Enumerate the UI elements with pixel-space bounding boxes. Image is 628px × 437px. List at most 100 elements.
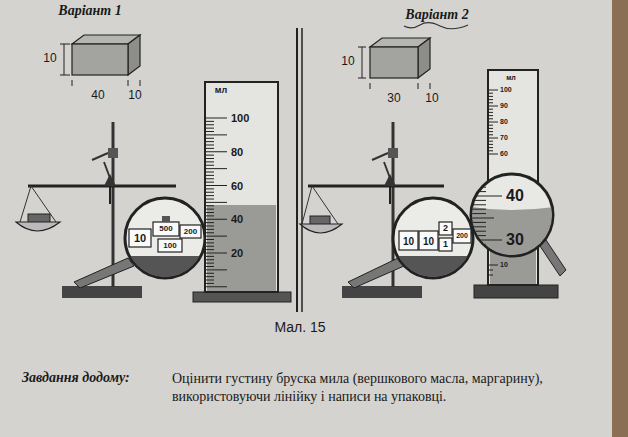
scale-tick xyxy=(206,229,214,230)
scale-tick xyxy=(489,125,493,126)
dimension-label: 10 xyxy=(341,55,354,68)
clamp-arm xyxy=(92,153,108,160)
scale-tick xyxy=(206,286,227,287)
scale-tick xyxy=(206,151,227,152)
variant-heading: Варіант 2 xyxy=(405,7,468,22)
scale-tick xyxy=(489,118,493,119)
balance-pan xyxy=(16,222,60,231)
weight-label: 10 xyxy=(403,235,414,246)
measuring-cylinder xyxy=(193,82,291,302)
dimension-line xyxy=(60,44,70,45)
scale-tick xyxy=(206,141,214,142)
scale-tick xyxy=(466,240,502,241)
scale-tick xyxy=(489,134,493,135)
block-front xyxy=(370,47,418,78)
scale-tick xyxy=(206,188,214,189)
clamp-arm xyxy=(372,153,388,160)
scale-tick xyxy=(206,242,214,243)
scale-tick xyxy=(489,144,493,145)
scale-tick xyxy=(489,141,493,142)
weight xyxy=(180,225,201,238)
weight xyxy=(158,239,182,252)
pivot xyxy=(384,174,396,186)
scale-number: 80 xyxy=(231,146,243,158)
dimension-label: 10 xyxy=(425,92,438,105)
scale-tick xyxy=(489,96,493,97)
scale-tick xyxy=(466,231,486,232)
weight xyxy=(439,222,452,235)
scale-tick xyxy=(466,213,486,214)
clamp-arm xyxy=(384,162,390,178)
scale-tick xyxy=(489,115,493,116)
scale-tick xyxy=(206,253,227,254)
dimension-line xyxy=(128,80,129,86)
scale-tick xyxy=(466,191,486,192)
dimension-line xyxy=(358,47,366,48)
weight-label: 200 xyxy=(184,227,197,236)
weight xyxy=(419,231,438,250)
scale-tick xyxy=(466,204,486,205)
scale-number: 10 xyxy=(500,261,508,269)
scale-tick xyxy=(489,150,493,151)
scale-tick xyxy=(489,109,493,110)
scale-tick xyxy=(206,148,214,149)
scale-tick xyxy=(489,99,493,100)
weight-label: 100 xyxy=(163,241,176,250)
scale-tick xyxy=(206,280,214,281)
scale-tick xyxy=(206,222,214,223)
scale-tick xyxy=(206,249,214,250)
separator-line xyxy=(296,28,298,312)
weight-label: 2 xyxy=(443,224,448,234)
scale-tick xyxy=(489,147,493,148)
scale-number: 100 xyxy=(231,112,249,124)
measuring-cylinder xyxy=(466,70,566,298)
weight xyxy=(153,222,179,236)
scale-tick xyxy=(206,226,214,227)
scale-tick xyxy=(206,192,214,193)
scale-tick xyxy=(206,219,227,220)
scale-tick xyxy=(466,257,486,258)
scale-number: 40 xyxy=(506,187,524,205)
scale-tick xyxy=(206,259,214,260)
balance-scale xyxy=(16,122,210,298)
scale-tick xyxy=(206,195,214,196)
dimension-label: 40 xyxy=(91,89,104,102)
dimension-line xyxy=(72,80,73,86)
scale-number: 20 xyxy=(231,247,243,259)
scale-number: 90 xyxy=(500,102,508,110)
scale-tick xyxy=(206,155,214,156)
block-drawing xyxy=(358,38,430,89)
block-front xyxy=(72,44,128,75)
scale-tick xyxy=(489,112,493,113)
scale-tick xyxy=(206,165,214,166)
scale-tick xyxy=(489,138,498,139)
scale-tick xyxy=(489,128,493,129)
scale-ticks xyxy=(206,118,227,287)
separator-line xyxy=(301,28,303,312)
variant-heading: Варіант 1 xyxy=(58,3,121,18)
dimension-label: 30 xyxy=(387,92,400,105)
scale-tick xyxy=(206,202,227,203)
stand-rod xyxy=(112,122,115,287)
scale-tick xyxy=(206,131,214,132)
scale-tick xyxy=(466,253,486,254)
cylinder-tube xyxy=(205,82,278,292)
scale-tick xyxy=(206,145,214,146)
clamp-arm xyxy=(104,162,110,178)
scale-tick xyxy=(206,205,214,206)
scale-tick xyxy=(206,172,214,173)
scale-tick xyxy=(206,215,214,216)
magnifier-handle xyxy=(74,258,134,288)
scale-tick xyxy=(206,124,214,125)
scale-tick xyxy=(489,154,498,155)
scale-tick xyxy=(489,102,493,103)
pan-surface xyxy=(120,256,210,286)
dimension-line xyxy=(362,47,363,78)
weight-label: 10 xyxy=(134,232,146,244)
scale-tick xyxy=(466,187,486,188)
scale-tick xyxy=(466,196,502,197)
scale-tick xyxy=(466,226,486,227)
liquid xyxy=(207,205,276,291)
scale-number: 70 xyxy=(500,134,508,142)
